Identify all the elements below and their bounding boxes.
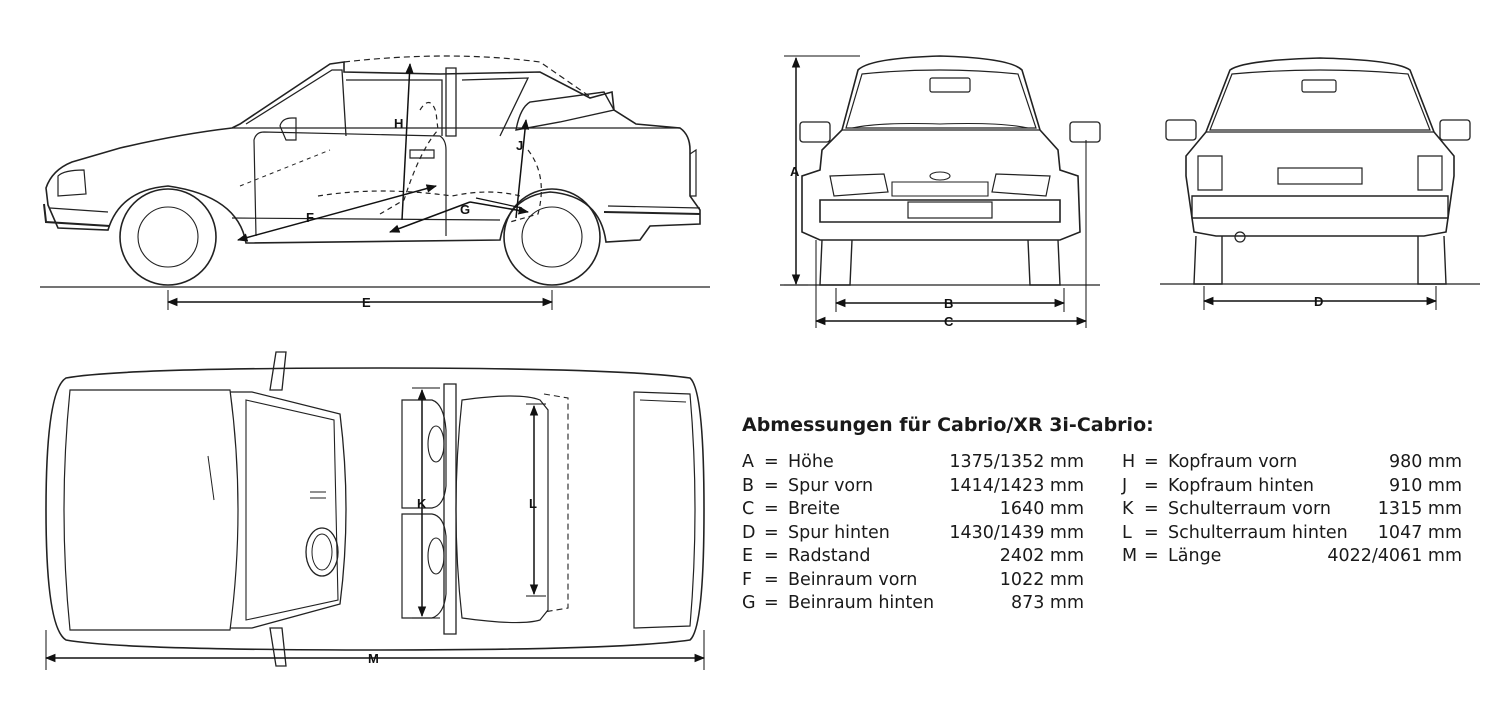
rear-body-outline bbox=[1185, 57, 1455, 237]
marker-f: F bbox=[306, 210, 314, 225]
front-body-outline bbox=[801, 55, 1081, 241]
marker-d: D bbox=[1314, 294, 1323, 309]
marker-m: M bbox=[368, 651, 379, 666]
specs-title: Abmessungen für Cabrio/XR 3i-Cabrio: bbox=[742, 414, 1154, 436]
marker-e: E bbox=[362, 295, 371, 310]
marker-g: G bbox=[460, 202, 470, 217]
marker-b: B bbox=[944, 296, 953, 311]
top-view bbox=[45, 351, 705, 667]
marker-h: H bbox=[394, 116, 403, 131]
side-view bbox=[40, 55, 710, 288]
front-view bbox=[780, 55, 1101, 286]
marker-k: K bbox=[417, 496, 427, 511]
rear-wheel bbox=[503, 188, 601, 286]
side-body-outline bbox=[45, 61, 701, 244]
marker-l: L bbox=[529, 496, 537, 511]
marker-a: A bbox=[790, 164, 800, 179]
top-body-outline bbox=[45, 367, 705, 651]
marker-j: J bbox=[516, 138, 523, 153]
rear-view bbox=[1160, 57, 1480, 285]
front-wheel bbox=[119, 188, 217, 286]
marker-c: C bbox=[944, 314, 954, 329]
